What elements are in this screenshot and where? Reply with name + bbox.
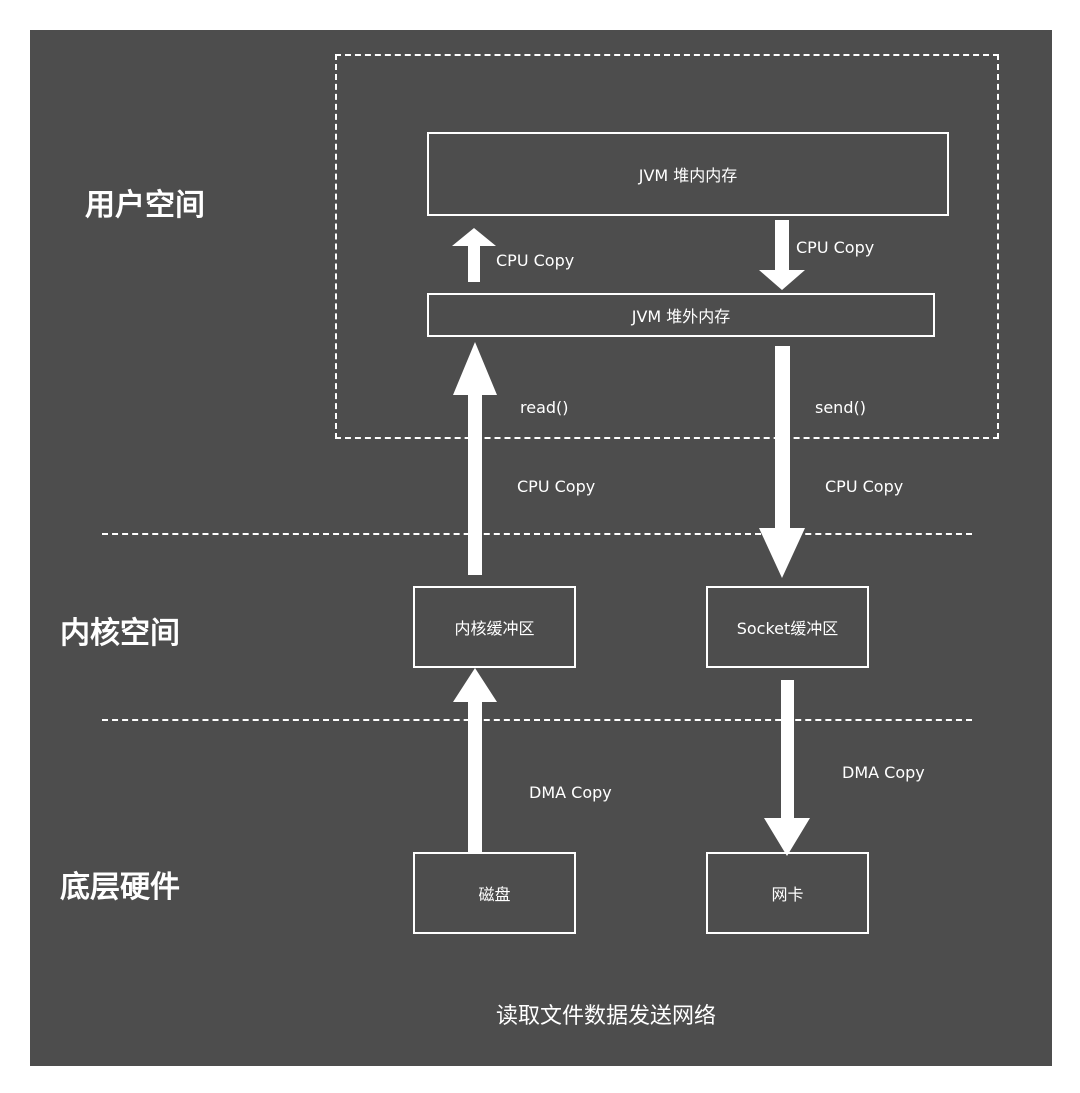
divider-kernel-hardware	[102, 719, 972, 721]
node-kernel-buffer-label: 内核缓冲区	[454, 619, 535, 638]
edge-label-disk-to-kernel: DMA Copy	[529, 783, 612, 802]
node-disk-label: 磁盘	[478, 885, 511, 904]
edge-label-offheap-to-socket: CPU Copy	[825, 477, 904, 496]
layer-label-user-space: 用户空间	[85, 188, 205, 223]
node-socket-buffer: Socket缓冲区	[706, 586, 869, 668]
node-jvm-offheap-memory: JVM 堆外内存	[427, 293, 935, 337]
edge-label-offheap-to-heap: CPU Copy	[496, 251, 575, 270]
node-disk: 磁盘	[413, 852, 576, 934]
node-jvm-heap-memory: JVM 堆内内存	[427, 132, 949, 216]
node-network-card-label: 网卡	[771, 885, 804, 904]
diagram-caption: 读取文件数据发送网络	[496, 1004, 717, 1029]
user-space-region	[335, 54, 999, 439]
arrow-offheap-to-heap	[452, 228, 496, 282]
node-socket-buffer-label: Socket缓冲区	[736, 619, 839, 638]
diagram-canvas: 用户空间 内核空间 底层硬件 JVM 堆内内存 JVM 堆外内存 内核缓冲区 S…	[30, 30, 1052, 1066]
edge-label-send-call: send()	[815, 398, 866, 417]
divider-user-kernel	[102, 533, 972, 535]
arrows-layer	[452, 220, 810, 856]
layer-label-hardware: 底层硬件	[60, 870, 180, 905]
arrow-disk-to-kernel	[453, 668, 497, 852]
node-kernel-buffer: 内核缓冲区	[413, 586, 576, 668]
edge-label-kernel-to-offheap: CPU Copy	[517, 477, 596, 496]
edge-label-heap-to-offheap: CPU Copy	[796, 238, 875, 257]
node-jvm-heap-memory-label: JVM 堆内内存	[638, 166, 738, 185]
edge-label-read-call: read()	[520, 398, 569, 417]
arrow-socket-to-nic	[764, 680, 810, 856]
edge-label-socket-to-nic: DMA Copy	[842, 763, 925, 782]
arrow-kernel-to-offheap	[453, 342, 497, 575]
layer-label-kernel-space: 内核空间	[60, 616, 180, 651]
arrow-offheap-to-socket	[759, 346, 805, 578]
node-jvm-offheap-memory-label: JVM 堆外内存	[631, 307, 731, 326]
arrow-heap-to-offheap	[759, 220, 805, 290]
